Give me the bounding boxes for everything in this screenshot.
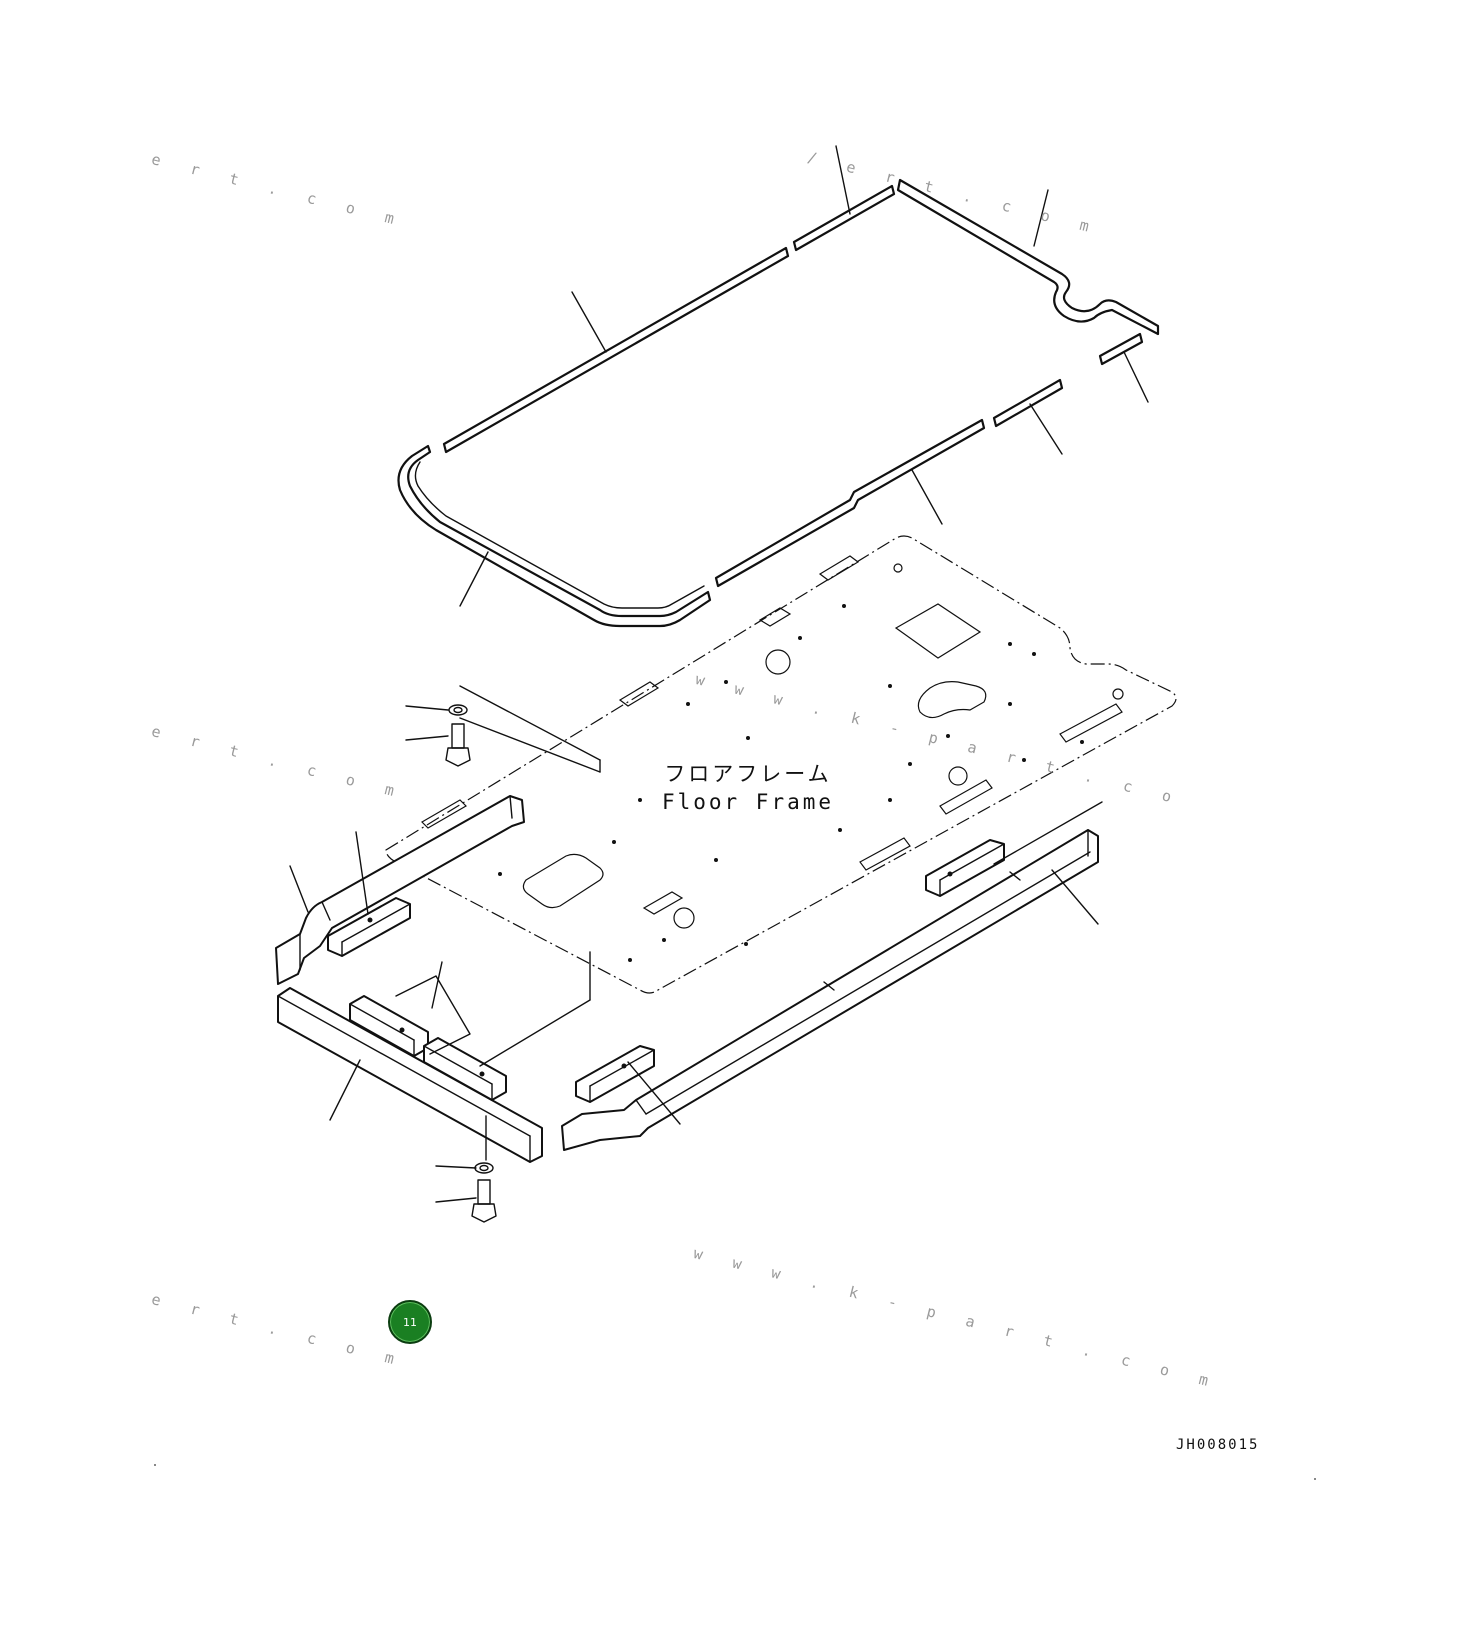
leader-lines-upper [459, 145, 1149, 607]
speck-mark [1314, 1478, 1316, 1480]
bolt-lower [435, 1115, 497, 1223]
floor-frame-plate [385, 535, 1177, 994]
floor-frame-caption: フロアフレーム Floor Frame [660, 760, 836, 816]
caption-english: Floor Frame [661, 790, 835, 814]
caption-japanese: フロアフレーム [664, 762, 832, 786]
seal-strip-assembly [397, 178, 1160, 628]
bolt-upper [405, 685, 601, 773]
drawing-code: JH008015 [1176, 1437, 1260, 1453]
left-side-rail [275, 795, 525, 985]
right-side-rail [561, 801, 1103, 1151]
front-cross-beam [277, 951, 591, 1163]
page-number-badge[interactable]: 11 [388, 1300, 432, 1344]
speck-mark [154, 1464, 156, 1466]
